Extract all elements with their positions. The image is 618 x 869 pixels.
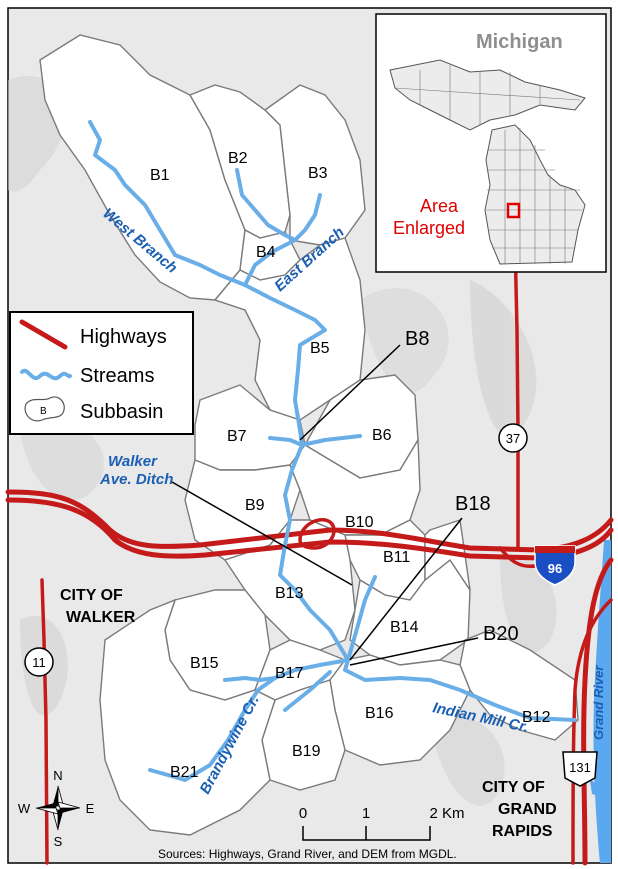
- label-b2: B2: [228, 150, 248, 167]
- svg-text:37: 37: [506, 431, 520, 446]
- label-walker-2: Ave. Ditch: [99, 471, 173, 488]
- label-walker-1: Walker: [108, 453, 158, 470]
- gr-line-3: RAPIDS: [492, 823, 553, 840]
- label-b15: B15: [190, 655, 219, 672]
- svg-text:2 Km: 2 Km: [429, 805, 464, 822]
- subbasin-polygons: [39, 34, 579, 836]
- legend: Highways Streams B Subbasin: [9, 311, 194, 435]
- label-b6: B6: [372, 427, 392, 444]
- label-b17: B17: [275, 665, 304, 682]
- inset-label-area: Area: [420, 196, 459, 216]
- inset-title: Michigan: [476, 31, 563, 53]
- callout-labels: B8 B18 B20: [405, 328, 519, 645]
- svg-text:W: W: [18, 801, 31, 816]
- label-b4: B4: [256, 244, 276, 261]
- svg-text:0: 0: [299, 805, 307, 822]
- label-b19: B19: [292, 743, 321, 760]
- svg-text:N: N: [53, 768, 62, 783]
- label-b16: B16: [365, 705, 394, 722]
- walker-line-1: CITY OF: [60, 587, 123, 604]
- callout-b20: B20: [483, 623, 519, 645]
- scale-bar: 0 1 2 Km: [299, 805, 465, 841]
- svg-text:E: E: [86, 801, 95, 816]
- gr-line-2: GRAND: [498, 801, 557, 818]
- svg-text:96: 96: [548, 561, 562, 576]
- inset-upper-peninsula: [389, 59, 586, 131]
- label-b11: B11: [383, 549, 410, 566]
- svg-text:131: 131: [569, 760, 591, 775]
- route-37-shield: 37: [498, 423, 528, 453]
- svg-text:1: 1: [362, 805, 370, 822]
- source-note: Sources: Highways, Grand River, and DEM …: [158, 847, 457, 861]
- route-11-shield: 11: [24, 647, 54, 677]
- gr-line-1: CITY OF: [482, 779, 545, 796]
- legend-highways: Highways: [80, 326, 167, 348]
- label-b21: B21: [170, 764, 199, 781]
- callout-leaders: [171, 344, 479, 666]
- subbasin-labels: B1 B2 B3 B4 B5 B6 B7 B9 B10 B11 B12 B13 …: [150, 150, 551, 781]
- label-grand-river: Grand River: [591, 665, 606, 740]
- legend-streams: Streams: [80, 365, 154, 387]
- label-b1: B1: [150, 167, 170, 184]
- svg-text:S: S: [54, 834, 63, 849]
- svg-text:11: 11: [32, 655, 46, 670]
- grand-river: [593, 540, 611, 863]
- city-labels: CITY OF WALKER CITY OF GRAND RAPIDS: [60, 587, 557, 840]
- label-b9: B9: [245, 497, 265, 514]
- north-arrow: N S W E: [18, 768, 95, 849]
- callout-b8: B8: [405, 328, 429, 350]
- label-b10: B10: [345, 514, 374, 531]
- label-b13: B13: [275, 585, 304, 602]
- legend-subbasin-symbol: B: [40, 406, 47, 417]
- inset-label-enlarged: Enlarged: [393, 218, 465, 238]
- interstate-96-shield: 96: [534, 545, 576, 586]
- inset-enlarged-marker: [506, 202, 521, 219]
- label-b5: B5: [310, 340, 330, 357]
- legend-subbasin: Subbasin: [80, 401, 163, 423]
- streams: [88, 120, 577, 782]
- callout-b18: B18: [455, 493, 491, 515]
- inset-map: Michigan Area Enlarged: [375, 13, 607, 273]
- label-b3: B3: [308, 165, 328, 182]
- label-b12: B12: [522, 709, 551, 726]
- walker-line-2: WALKER: [66, 609, 136, 626]
- us-131-shield: 131: [562, 751, 598, 787]
- label-b7: B7: [227, 428, 247, 445]
- label-b14: B14: [390, 619, 419, 636]
